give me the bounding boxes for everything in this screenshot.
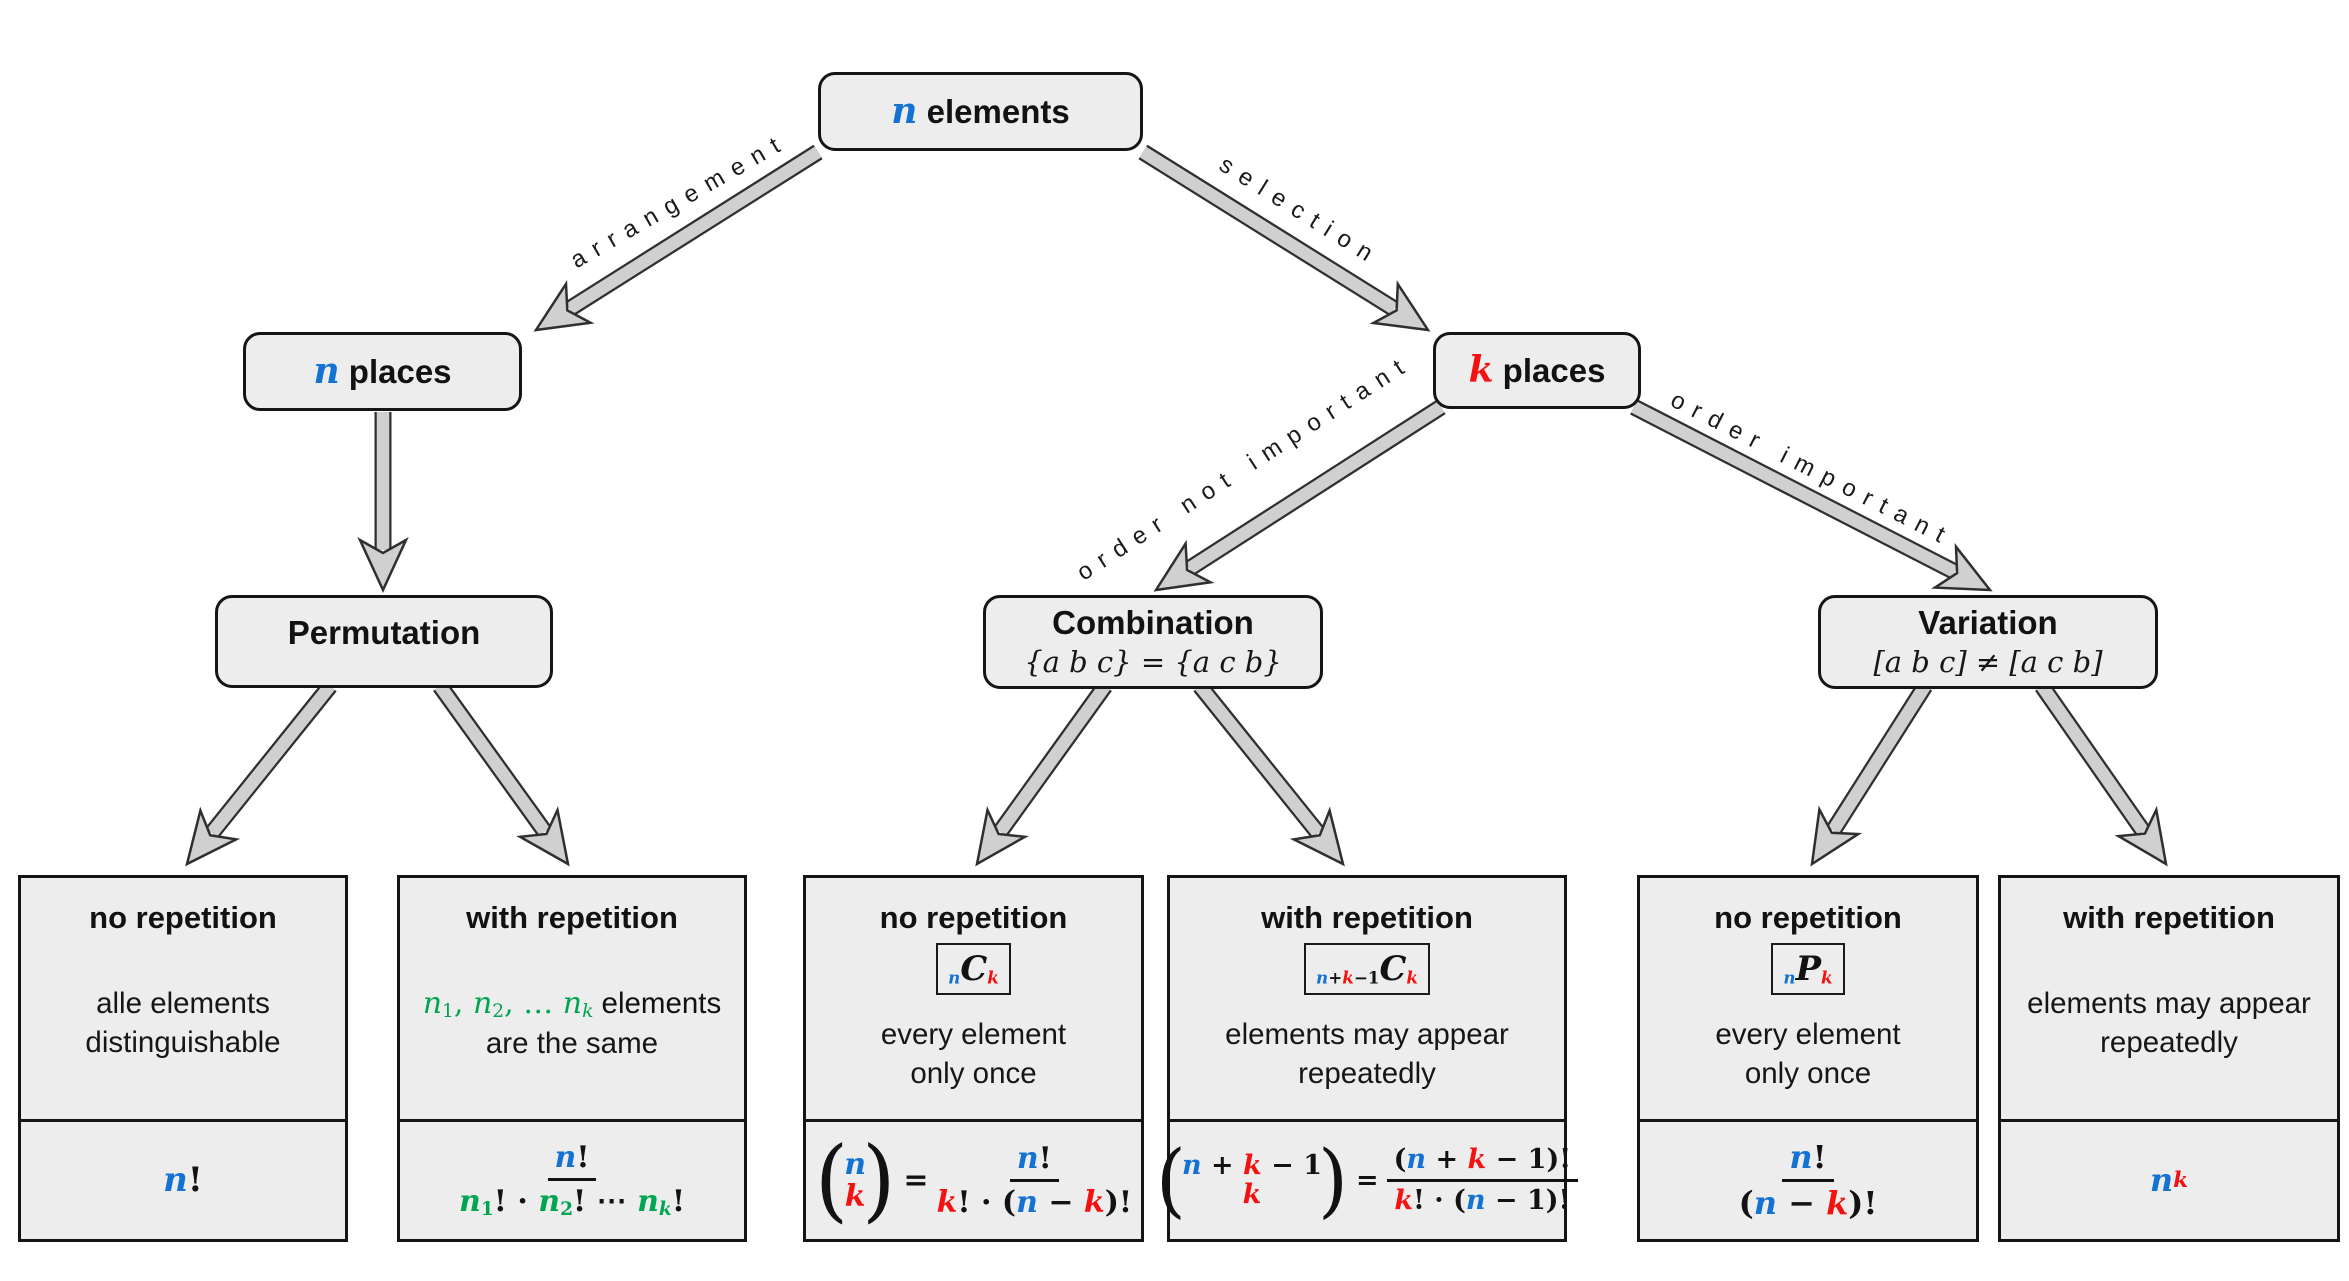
equals-sign: =	[1356, 1164, 1379, 1196]
binomial-top: n	[844, 1147, 867, 1182]
leaf-combination-with-repetition: with repetition n+k−1Ck elements may app…	[1156, 875, 1579, 1242]
description-line: repeatedly	[2100, 1026, 2238, 1059]
node-combination-title: Combination	[1052, 604, 1254, 642]
node-variation-title: Variation	[1918, 604, 2058, 642]
fraction-denominator: k! · (n − k)!	[936, 1185, 1133, 1220]
leaf-header: no repetition	[1714, 900, 1902, 935]
fraction-numerator: n!	[1009, 1142, 1059, 1182]
formula-multiset-permutation: n! n1! · n2! ⋯ nk!	[459, 1141, 685, 1221]
description-line: every element	[880, 1018, 1067, 1052]
node-n-elements-title: n elements	[891, 89, 1070, 132]
leaf-permutation-no-repetition: no repetition alle elements distinguisha…	[18, 875, 348, 1242]
fraction-numerator: n!	[1782, 1139, 1834, 1182]
leaf-header: no repetition	[89, 900, 277, 935]
node-n-places: n places	[243, 332, 522, 411]
leaf-header: with repetition	[1261, 900, 1473, 935]
symbol-n-plus-k-minus-1-Ck: n+k−1Ck	[1304, 943, 1430, 996]
description-line: repeatedly	[1298, 1057, 1436, 1091]
binomial: ( n + k − 1 k )	[1155, 1133, 1349, 1227]
fraction: (n + k − 1)! k! · (n − 1)!	[1386, 1145, 1579, 1216]
leaf-description: elements may appear repeatedly	[2027, 933, 2311, 1119]
formula-n-factorial: n!	[163, 1159, 203, 1200]
leaf-description: alle elements distinguishable	[85, 933, 280, 1119]
fraction-denominator: (n − k)!	[1738, 1184, 1878, 1222]
leaf-header: no repetition	[879, 900, 1068, 935]
description-line: are the same	[485, 1026, 659, 1060]
leaf-description-section: with repetition n1, n2, … nk elements ar…	[400, 878, 744, 1119]
fraction-numerator: n!	[547, 1141, 597, 1181]
node-n-places-title: n places	[313, 349, 452, 392]
node-permutation-title: Permutation	[287, 614, 481, 652]
leaf-formula-section: ( n k ) = n! k! · (n − k)!	[806, 1119, 1141, 1239]
leaf-formula-section: n! (n − k)!	[1640, 1119, 1976, 1239]
leaf-formula-section: n! n1! · n2! ⋯ nk!	[400, 1119, 744, 1239]
description-line: only once	[1744, 1057, 1872, 1091]
leaf-header: with repetition	[466, 900, 678, 935]
leaf-formula-section: n!	[21, 1119, 345, 1239]
leaf-description: every element only once	[1715, 995, 1900, 1119]
description-line-math: n1, n2, … nk elements	[422, 986, 722, 1023]
leaf-description-section: no repetition nCk every element only onc…	[806, 878, 1141, 1119]
binomial-bottom: k	[1242, 1178, 1262, 1210]
leaf-description-section: with repetition n+k−1Ck elements may app…	[1170, 878, 1564, 1119]
description-line: every element	[1715, 1018, 1901, 1052]
node-variation: Variation [a b c] ≠ [a c b]	[1818, 595, 2158, 689]
leaf-description-section: no repetition alle elements distinguisha…	[21, 878, 345, 1119]
binomial-bottom: k	[844, 1178, 866, 1214]
fraction-denominator: k! · (n − 1)!	[1394, 1185, 1571, 1216]
description-line: elements may appear	[2027, 987, 2311, 1021]
fraction-denominator: n1! · n2! ⋯ nk!	[459, 1183, 685, 1220]
leaf-description: every element only once	[881, 995, 1066, 1119]
equals-sign: =	[903, 1163, 929, 1198]
node-k-places: k places	[1433, 332, 1641, 409]
fraction: n! n1! · n2! ⋯ nk!	[459, 1141, 685, 1221]
fraction: n! k! · (n − k)!	[937, 1142, 1133, 1219]
description-line: elements may appear	[1225, 1018, 1509, 1052]
description-line: only once	[910, 1057, 1037, 1091]
node-combination-example: {a b c} = {a c b}	[1024, 644, 1282, 679]
node-variation-example: [a b c] ≠ [a c b]	[1873, 644, 2103, 679]
leaf-permutation-with-repetition: with repetition n1, n2, … nk elements ar…	[397, 875, 747, 1242]
binomial: ( n k )	[814, 1128, 896, 1232]
node-n-elements: n elements	[818, 72, 1143, 151]
node-k-places-title: k places	[1468, 348, 1606, 391]
fraction: n! (n − k)!	[1738, 1139, 1878, 1222]
leaf-combination-no-repetition: no repetition nCk every element only onc…	[803, 875, 1144, 1242]
leaf-formula-section: ( n + k − 1 k ) = (n + k − 1)! k! · (n −…	[1156, 1119, 1579, 1239]
formula-k-permutation: n! (n − k)!	[1738, 1139, 1878, 1222]
leaf-description-section: no repetition nPk every element only onc…	[1640, 878, 1976, 1119]
symbol-nPk: nPk	[1771, 943, 1845, 996]
binomial-top: n + k − 1	[1181, 1150, 1322, 1182]
node-combination: Combination {a b c} = {a c b}	[983, 595, 1323, 689]
leaf-description: n1, n2, … nk elements are the same	[423, 933, 722, 1119]
leaf-description-section: with repetition elements may appear repe…	[2001, 878, 2337, 1119]
leaf-description: elements may appear repeatedly	[1225, 995, 1509, 1119]
leaf-header: with repetition	[2063, 900, 2275, 935]
leaf-variation-no-repetition: no repetition nPk every element only onc…	[1637, 875, 1979, 1242]
leaf-variation-with-repetition: with repetition elements may appear repe…	[1998, 875, 2340, 1242]
node-permutation: Permutation	[215, 595, 553, 688]
description-line: distinguishable	[85, 1026, 281, 1059]
formula-binomial-coefficient: ( n k ) = n! k! · (n − k)!	[814, 1128, 1133, 1232]
formula-multiset-coefficient: ( n + k − 1 k ) = (n + k − 1)! k! · (n −…	[1155, 1133, 1579, 1227]
fraction-numerator: (n + k − 1)!	[1386, 1145, 1579, 1182]
description-line: alle elements	[96, 987, 270, 1021]
symbol-nCk: nCk	[936, 943, 1011, 996]
